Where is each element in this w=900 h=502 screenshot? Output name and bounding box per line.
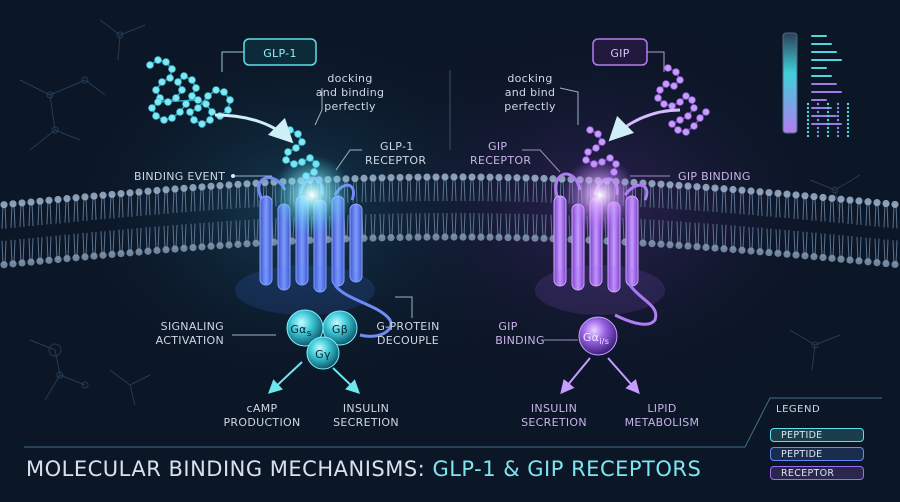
background-molecule-sketches [19, 19, 861, 406]
legend-item-label: RECEPTOR [781, 468, 835, 479]
svg-text:GIP: GIP [488, 140, 507, 153]
binding-event-label: BINDING EVENT [134, 170, 272, 183]
svg-text:docking: docking [327, 72, 372, 85]
svg-text:perfectly: perfectly [324, 100, 376, 113]
svg-text:BINDING: BINDING [495, 334, 545, 347]
svg-text:GIP: GIP [498, 320, 517, 333]
insulin-secretion-label-right: INSULIN SECRETION [521, 402, 587, 429]
svg-text:ACTIVATION: ACTIVATION [156, 334, 224, 347]
svg-text:and bind: and bind [505, 86, 556, 99]
glp1-receptor-label: GLP-1 RECEPTOR [335, 140, 426, 171]
svg-text:PRODUCTION: PRODUCTION [224, 416, 301, 429]
gprotein-decouple-label: G-PROTEIN DECOUPLE [376, 296, 439, 347]
gip-receptor-label: GIP RECEPTOR [470, 140, 561, 173]
glp1-tag-label: GLP-1 [263, 47, 297, 60]
glp1-docking-arrow [214, 113, 294, 144]
svg-text:INSULIN: INSULIN [531, 402, 577, 415]
g-alpha-is-label: Gαi/s [583, 331, 609, 346]
svg-text:SECRETION: SECRETION [521, 416, 587, 429]
legend-title: LEGEND [776, 404, 821, 415]
svg-text:DECOUPLE: DECOUPLE [377, 334, 439, 347]
svg-text:SECRETION: SECRETION [333, 416, 399, 429]
title-rule [24, 397, 882, 448]
svg-text:SIGNALING: SIGNALING [161, 320, 224, 333]
lipid-arrow [607, 357, 640, 395]
svg-text:BINDING EVENT: BINDING EVENT [134, 170, 225, 183]
page-title: MOLECULAR BINDING MECHANISMS: GLP-1 & GI… [26, 457, 701, 481]
legend-item-label: PEPTIDE [781, 430, 823, 441]
gip-binding-label: GIP BINDING [630, 170, 751, 183]
gip-docking-note: docking and bind perfectly [504, 72, 579, 125]
signaling-activation-label: SIGNALING ACTIVATION [156, 320, 276, 347]
gip-tag-label: GIP [610, 47, 629, 60]
glp1-binding-glow [272, 155, 352, 235]
legend-item-peptide-cyan: PEPTIDE [770, 428, 864, 442]
camp-production-label: cAMP PRODUCTION [224, 402, 301, 429]
svg-text:docking: docking [507, 72, 552, 85]
svg-text:METABOLISM: METABOLISM [625, 416, 700, 429]
svg-text:GIP BINDING: GIP BINDING [678, 170, 751, 183]
glp1-peptide-tag: GLP-1 [221, 38, 317, 72]
gip-docking-arrow [608, 108, 681, 142]
g-beta-label: Gβ [332, 323, 348, 336]
svg-text:GLP-1: GLP-1 [380, 140, 414, 153]
legend-item-label: PEPTIDE [781, 449, 823, 460]
svg-text:G-PROTEIN: G-PROTEIN [376, 320, 439, 333]
insulin-secretion-label-left: INSULIN SECRETION [333, 402, 399, 429]
g-gamma-label: Gγ [315, 348, 331, 361]
gip-binding-lower-label: GIP BINDING [495, 320, 578, 347]
legend: LEGEND PEPTIDE PEPTIDE RECEPTOR [756, 398, 882, 486]
g-alpha-s-label: Gαs [290, 323, 311, 339]
svg-text:INSULIN: INSULIN [343, 402, 389, 415]
svg-text:RECEPTOR: RECEPTOR [365, 154, 426, 167]
insulin-arrow-left [332, 367, 361, 394]
gprotein-subunits-left: Gαs Gβ Gγ [286, 309, 358, 370]
svg-text:and binding: and binding [316, 86, 385, 99]
legend-item-peptide-blue: PEPTIDE [770, 447, 864, 461]
title-part-1: MOLECULAR BINDING MECHANISMS: [26, 457, 433, 481]
svg-text:perfectly: perfectly [504, 100, 556, 113]
insulin-arrow-right [560, 357, 591, 395]
glp1-docking-note: docking and binding perfectly [314, 72, 385, 126]
svg-text:LIPID: LIPID [647, 402, 676, 415]
camp-arrow [267, 361, 303, 394]
signal-meter [782, 32, 850, 138]
gip-binding-glow [562, 157, 638, 233]
gprotein-subunit-right: Gαi/s [578, 316, 618, 356]
svg-text:cAMP: cAMP [247, 402, 278, 415]
lipid-metabolism-label: LIPID METABOLISM [625, 402, 700, 429]
title-part-2: GLP-1 & GIP RECEPTORS [432, 457, 702, 481]
svg-text:RECEPTOR: RECEPTOR [470, 154, 531, 167]
gip-peptide-tag: GIP [592, 38, 665, 72]
legend-item-receptor: RECEPTOR [770, 466, 864, 480]
